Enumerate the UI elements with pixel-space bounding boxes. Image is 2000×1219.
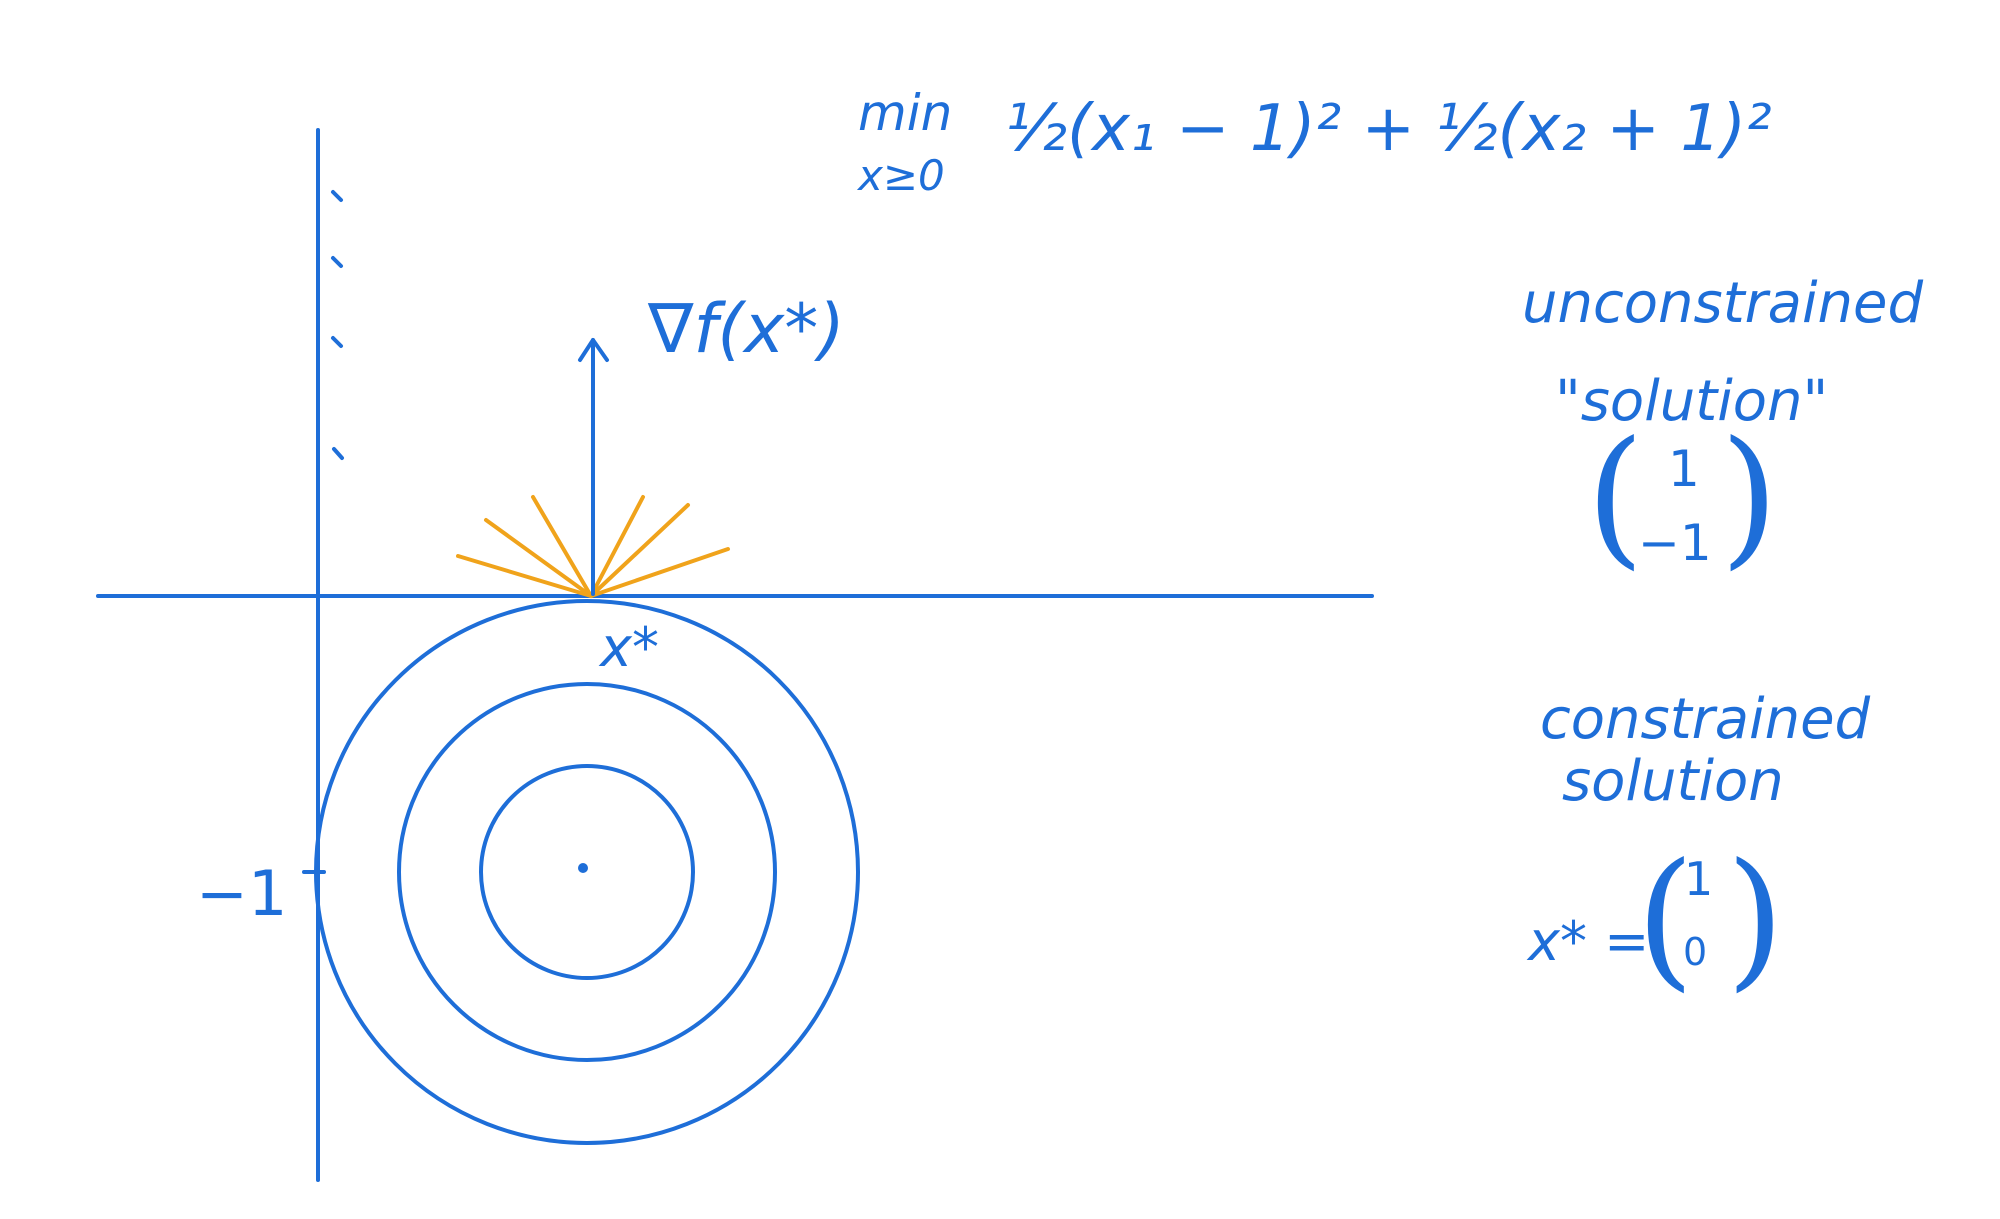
axis-tick-mark: [332, 447, 344, 460]
constrained-lhs: x* =: [1526, 910, 1649, 973]
cone-ray: [456, 554, 593, 598]
unconstrained-title: unconstrained: [1522, 271, 1924, 336]
gradient-arrow: [578, 338, 609, 596]
constrained-subtitle: solution: [1562, 749, 1784, 814]
axis-tick-mark: [331, 256, 343, 268]
axis-tick-mark: [331, 336, 343, 348]
cone-ray: [589, 503, 690, 598]
unconstrained-vector-top: 1: [1668, 440, 1700, 498]
gradient-arrow-head: [578, 338, 609, 362]
tick-label-minus-one: −1: [196, 857, 287, 930]
gradient-label: ∇f(x*): [647, 290, 845, 369]
min-label: min: [858, 84, 952, 142]
constrained-left-paren: (: [1636, 832, 1695, 1006]
unconstrained-vector-bottom: −1: [1638, 514, 1712, 572]
level-set-inner: [479, 764, 695, 980]
unconstrained-annotation: unconstrained "solution" ( 1 −1 ): [1522, 271, 1924, 584]
unconstrained-right-paren: ): [1720, 410, 1779, 584]
cone-ray: [589, 495, 645, 598]
constraint-label: x≥0: [856, 151, 945, 200]
constrained-title: constrained: [1540, 687, 1871, 752]
normal-cone: [456, 495, 730, 598]
cone-ray: [531, 495, 593, 598]
axis-tick-mark: [331, 190, 343, 202]
constrained-annotation: constrained solution x* = ( 1 0 ): [1526, 687, 1871, 1006]
unconstrained-subtitle: "solution": [1555, 369, 1828, 434]
unconstrained-minimum-point: [578, 863, 588, 873]
cone-ray: [484, 518, 593, 598]
cone-ray: [589, 547, 730, 598]
level-set-outer: [314, 599, 860, 1145]
constrained-vector-top: 1: [1684, 852, 1713, 906]
level-set-middle: [397, 682, 777, 1062]
optimum-label: x*: [598, 616, 659, 679]
constrained-vector-bottom: 0: [1683, 930, 1707, 974]
unconstrained-left-paren: (: [1586, 410, 1645, 584]
objective-function: ½(x₁ − 1)² + ½(x₂ + 1)²: [1005, 92, 1772, 166]
constrained-right-paren: ): [1726, 832, 1785, 1006]
problem-statement: min x≥0 ½(x₁ − 1)² + ½(x₂ + 1)²: [856, 84, 1772, 200]
